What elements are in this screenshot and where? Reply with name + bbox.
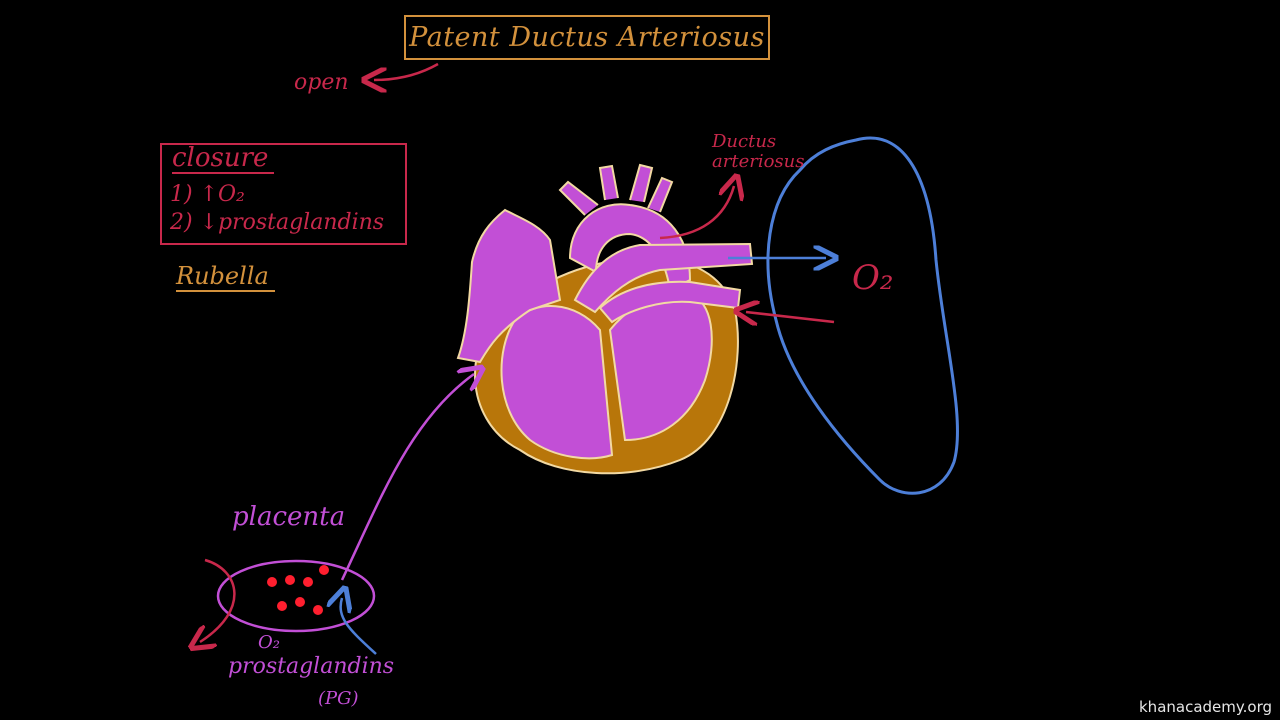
diagram-title: Patent Ductus Arteriosus	[404, 15, 770, 60]
lung-oxygen-label: O₂	[852, 258, 894, 298]
closure-box	[160, 143, 407, 245]
lung-outline	[766, 136, 960, 495]
vena-cava	[456, 208, 562, 364]
ductus-arteriosus-label: Ductus arteriosus	[712, 132, 805, 172]
placenta-dots	[267, 565, 329, 615]
placenta-prostaglandins-label: prostaglandins	[228, 654, 395, 679]
rubella-label: Rubella	[176, 262, 275, 292]
placenta-to-heart-arrow	[340, 374, 474, 581]
pulmonary-artery	[573, 242, 754, 314]
aorta	[568, 203, 692, 292]
placenta-oxygen-label: O₂	[258, 632, 280, 653]
closure-item-oxygen: 1) ↑O₂	[170, 182, 245, 207]
lung-return-arrow	[746, 312, 835, 322]
right-ventricle	[500, 305, 614, 460]
closure-heading: closure	[172, 144, 275, 174]
closure-item-prostaglandins: 2) ↓prostaglandins	[170, 210, 385, 235]
prostaglandins-abbrev-label: (PG)	[318, 688, 359, 709]
open-arrow	[374, 62, 439, 80]
placenta-blue-arrow	[341, 598, 377, 655]
ductus-label-line1: Ductus	[712, 131, 777, 152]
aortic-branches	[558, 163, 674, 216]
placenta-label: placenta	[232, 502, 346, 532]
open-label: open	[294, 70, 349, 95]
ductus-label-line2: arteriosus	[712, 151, 805, 172]
placenta-shape	[216, 559, 376, 633]
ductus-arrow	[659, 186, 734, 240]
placenta-red-arrow	[200, 558, 236, 642]
watermark: khanacademy.org	[1139, 698, 1272, 716]
